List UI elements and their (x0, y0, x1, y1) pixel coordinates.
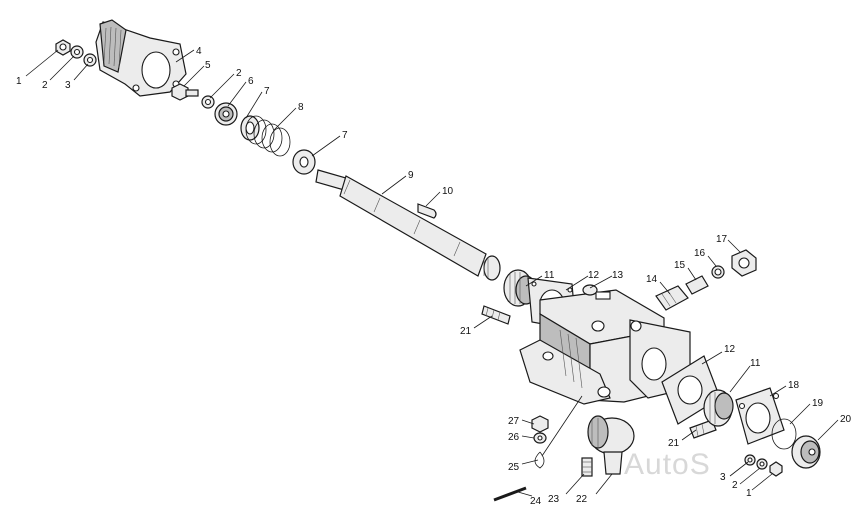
callout-label: 3 (65, 80, 71, 91)
part-9-shaft (315, 169, 501, 281)
callout-label: 21 (668, 438, 680, 449)
part-8-spring (245, 115, 291, 157)
callout-label: 17 (716, 234, 728, 245)
part-2-washer-mid (201, 95, 215, 109)
part-25-wire-loop (534, 395, 583, 469)
part-21-stud-right (689, 419, 717, 439)
part-3-washer-top (83, 53, 97, 67)
part-24-pin (493, 486, 527, 502)
part-12-gasket-lower (661, 355, 721, 425)
callout-label: 18 (788, 380, 800, 391)
part-26-washer (533, 432, 547, 444)
callout-label: 20 (840, 414, 852, 425)
callout-label: 3 (720, 472, 726, 483)
callout-label: 7 (264, 86, 270, 97)
part-10-key (417, 203, 437, 219)
part-15-valve (685, 275, 709, 295)
callout-label: 2 (236, 68, 242, 79)
part-2-washer-top (70, 45, 84, 59)
part-5-bolt (171, 83, 199, 101)
callout-label: 15 (674, 260, 686, 271)
part-1-nut-lower (769, 461, 783, 477)
part-13-plug (582, 284, 598, 296)
callout-label: 25 (508, 462, 520, 473)
callout-label: 8 (298, 102, 304, 113)
callout-label: 12 (724, 344, 736, 355)
callout-label: 10 (442, 186, 454, 197)
callout-label: 14 (646, 274, 658, 285)
callout-label: 12 (588, 270, 600, 281)
part-23-screw (581, 457, 593, 477)
callout-label: 19 (812, 398, 824, 409)
callout-label: 11 (544, 270, 555, 281)
part-2-washer-lower (756, 458, 768, 470)
callout-label: 7 (342, 130, 348, 141)
part-20-end-cap (791, 435, 821, 469)
callout-label: 27 (508, 416, 520, 427)
callout-label: 13 (612, 270, 624, 281)
part-27-nut (531, 415, 549, 433)
part-14-fitting (655, 285, 689, 311)
callout-label: 1 (16, 76, 22, 87)
part-22-lever (587, 415, 635, 475)
part-11-bush-lower (703, 389, 734, 427)
part-4-flange-housing (95, 19, 187, 97)
callout-label: 21 (460, 326, 472, 337)
watermark-text: AutoS (624, 448, 711, 481)
callout-label: 2 (42, 80, 48, 91)
part-18-cover-flange (735, 387, 785, 445)
leader-lines (25, 49, 839, 497)
callout-label: 11 (750, 358, 761, 369)
part-17-cap-nut (731, 249, 757, 277)
callout-label: 9 (408, 170, 414, 181)
part-16-seal (711, 265, 725, 279)
callout-label: 26 (508, 432, 520, 443)
part-6-bearing (214, 102, 238, 126)
callout-label: 6 (248, 76, 254, 87)
part-7-spring-seat-lower (292, 149, 316, 175)
callout-label: 22 (576, 494, 588, 505)
callout-label: 5 (205, 60, 211, 71)
part-21-stud-left (481, 305, 511, 325)
part-19-o-ring (771, 418, 797, 450)
callout-label: 24 (530, 496, 542, 507)
part-7-spring-seat-upper (240, 115, 260, 141)
callout-label: 4 (196, 46, 202, 57)
callout-label: 2 (732, 480, 738, 491)
part-1-nut-top (55, 39, 71, 56)
callout-label: 23 (548, 494, 560, 505)
callout-label: 16 (694, 248, 706, 259)
callout-labels: 1 2 3 4 5 2 6 7 8 7 9 10 11 12 13 14 15 … (16, 46, 852, 507)
callout-label: 1 (746, 488, 752, 499)
